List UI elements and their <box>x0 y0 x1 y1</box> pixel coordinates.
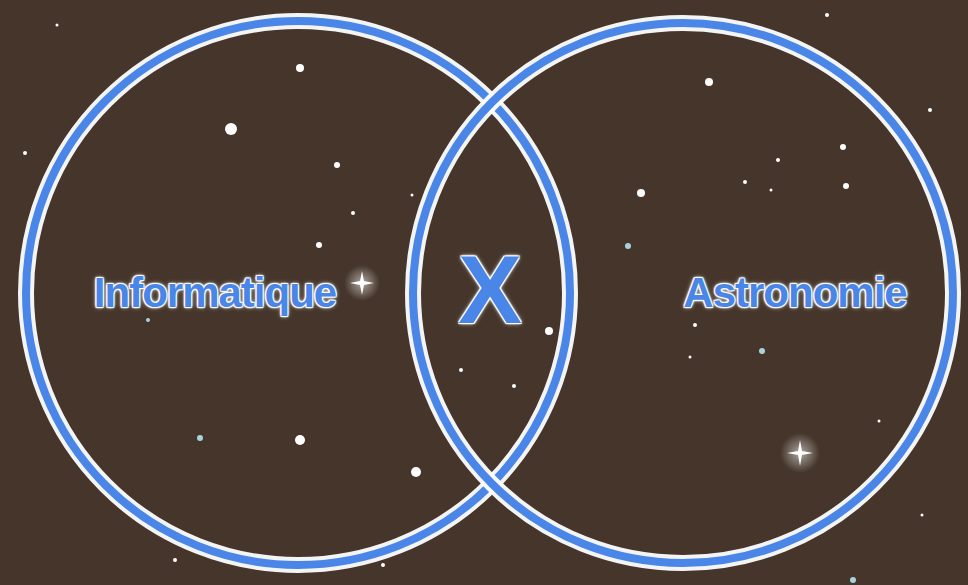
intersection-mark: X <box>458 235 522 345</box>
circle-halo <box>413 23 953 563</box>
stars <box>23 13 932 567</box>
set-label: Informatique <box>94 269 336 317</box>
circle-ring <box>413 23 953 563</box>
set-label: Astronomie <box>683 269 906 317</box>
